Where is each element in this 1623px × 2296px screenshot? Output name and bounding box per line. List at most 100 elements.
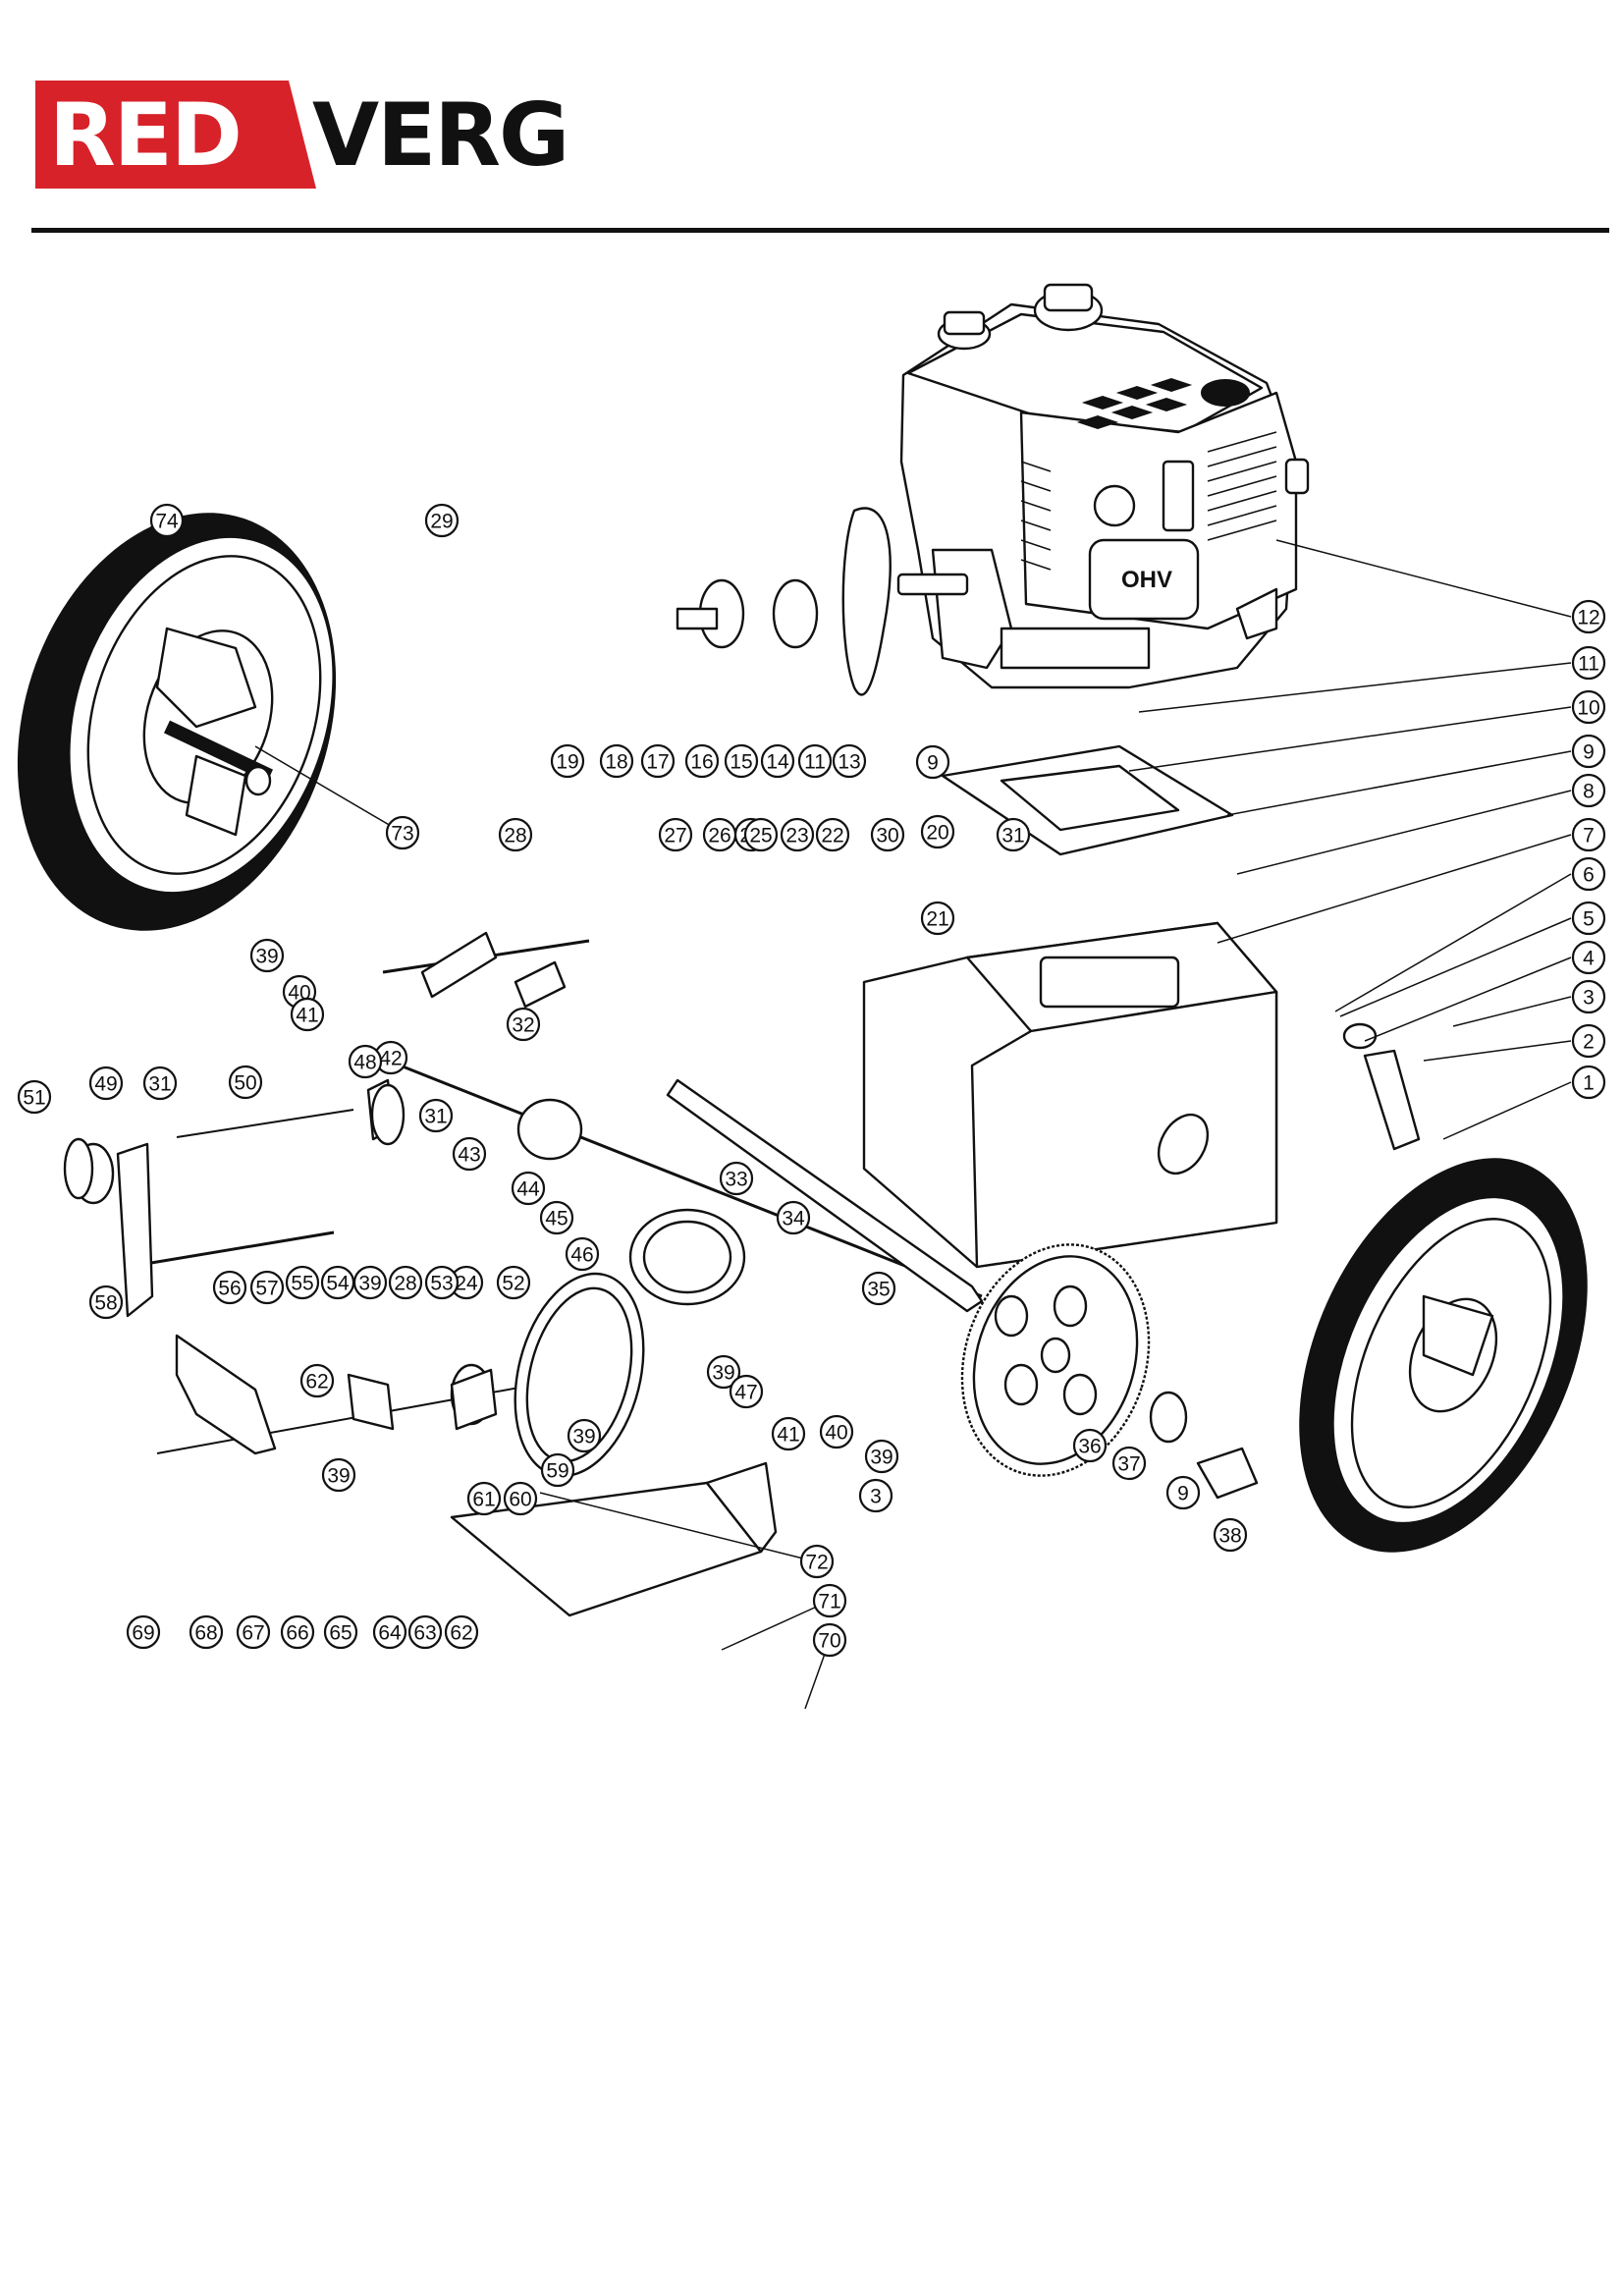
callout-number: 9 [1177,1483,1189,1505]
callout-number: 60 [509,1489,531,1511]
callout-circle [812,1583,847,1618]
callout-55: 55 [285,1265,320,1300]
callout-25: 25 [743,817,779,852]
callout-number: 23 [785,825,808,847]
callout-8: 8 [1571,773,1606,808]
callout-number: 31 [424,1106,447,1128]
callout-number: 24 [455,1273,478,1295]
callout-number: 31 [148,1073,171,1096]
callout-circle [743,817,779,852]
callout-circle [280,1614,315,1650]
callout-29: 29 [424,503,460,538]
callout-circle [498,817,533,852]
callout-31: 31 [996,817,1031,852]
main-frame [862,921,1278,1269]
callout-number: 9 [1583,741,1595,764]
callout-number: 64 [378,1622,402,1645]
callout-number: 54 [326,1273,350,1295]
callout-32: 32 [506,1007,541,1042]
callout-31: 31 [142,1066,178,1101]
callout-circle [299,1363,335,1398]
callout-24: 24 [449,1265,484,1300]
callout-circle [385,815,420,850]
callout-35: 35 [861,1271,896,1306]
callout-circle [503,1481,538,1516]
callout-circle [236,1614,271,1650]
callout-circle [724,743,759,779]
callout-13: 13 [832,743,867,779]
callout-number: 6 [1583,864,1595,887]
callout-circle [776,1200,811,1235]
callout-10: 10 [1571,689,1606,725]
callout-circle [920,901,955,936]
callout-number: 26 [708,825,730,847]
callout-28: 28 [498,817,533,852]
callout-27: 27 [658,817,693,852]
drive-gear [960,1243,1151,1477]
callout-number: 7 [1583,825,1595,847]
callout-circle [320,1265,355,1300]
callout-66: 66 [280,1614,315,1650]
callout-number: 55 [291,1273,313,1295]
callout-circle [858,1478,893,1513]
callout-circle [640,743,676,779]
callout-circle [1571,734,1606,769]
callout-19: 19 [550,743,585,779]
callout-45: 45 [539,1200,574,1235]
callout-number: 50 [234,1072,256,1095]
callout-circle [1571,1023,1606,1059]
callout-4: 4 [1571,940,1606,975]
callout-circle [799,1544,835,1579]
callout-number: 39 [358,1273,381,1295]
callout-9: 9 [1571,734,1606,769]
callout-circle [702,817,737,852]
callout-circle [1571,940,1606,975]
callout-circle [418,1098,454,1133]
callout-number: 15 [730,751,752,774]
callout-number: 48 [353,1052,376,1074]
callout-circle [870,817,905,852]
callout-number: 56 [218,1278,241,1300]
callout-39: 39 [321,1457,356,1493]
callout-number: 42 [379,1048,402,1070]
callout-number: 51 [23,1087,45,1110]
callout-50: 50 [228,1065,263,1100]
callout-number: 1 [1583,1072,1595,1095]
callout-49: 49 [88,1066,124,1101]
exploded-parts-diagram: OHV [0,246,1623,1777]
callout-73: 73 [385,815,420,850]
callout-number: 19 [556,751,578,774]
callout-62: 62 [444,1614,479,1650]
right-wheel [1299,1158,1588,1553]
callout-circle [706,1354,741,1390]
callout-number: 44 [516,1178,540,1201]
callout-circle [424,503,460,538]
callout-43: 43 [452,1136,487,1172]
callout-41: 41 [290,997,325,1032]
base-plate [450,1461,778,1617]
callout-number: 41 [296,1005,318,1027]
callout-number: 74 [155,511,179,533]
callout-21: 21 [920,901,955,936]
callout-1: 1 [1571,1065,1606,1100]
callout-circle [149,503,185,538]
engine-ohv-label: OHV [1121,567,1172,593]
callout-circle [832,743,867,779]
header-divider [31,228,1609,233]
callout-circle [1571,817,1606,852]
callout-circle [212,1270,247,1305]
callout-44: 44 [511,1171,546,1206]
callout-67: 67 [236,1614,271,1650]
callout-16: 16 [684,743,720,779]
callout-42: 42 [373,1040,408,1075]
callout-2: 2 [1571,1023,1606,1059]
callout-number: 20 [926,822,948,845]
callout-number: 45 [545,1208,568,1230]
callout-69: 69 [126,1614,161,1650]
callout-number: 29 [430,511,453,533]
callout-circle [920,814,955,849]
callout-number: 33 [725,1169,747,1191]
callout-34: 34 [776,1200,811,1235]
callout-number: 22 [821,825,843,847]
callout-circle [88,1285,124,1320]
